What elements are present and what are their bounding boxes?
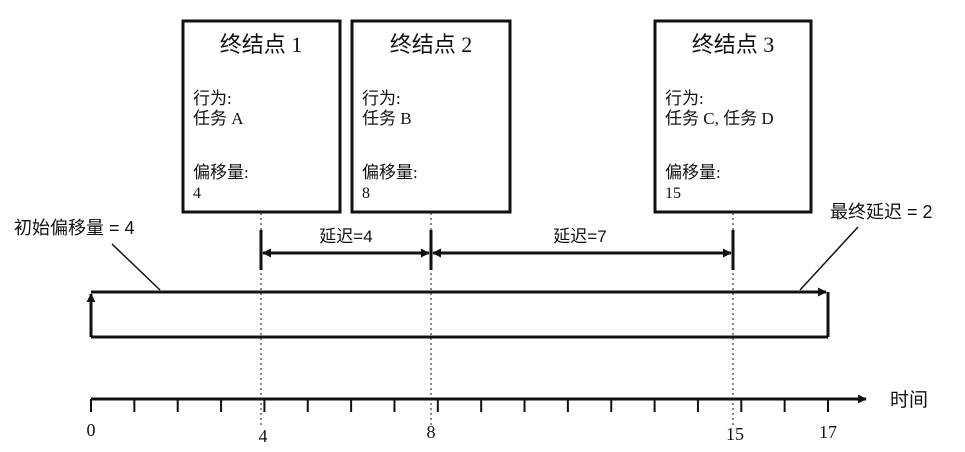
endpoint-node-3-box xyxy=(653,19,813,214)
endpoint-node-2-offset-label: 偏移量: xyxy=(362,163,418,182)
endpoint-node-3-behavior-label: 行为: xyxy=(665,89,704,108)
endpoint-node-3-offset-value: 15 xyxy=(665,185,681,202)
endpoint-node-3: 终结点 3 行为: 任务 C, 任务 D 偏移量: 15 xyxy=(653,19,813,214)
endpoint-node-3-title: 终结点 3 xyxy=(692,32,775,57)
timeline-bar xyxy=(86,287,830,339)
endpoint-node-1-behavior-value: 任务 A xyxy=(193,109,244,128)
time-axis: 时间 0 4 8 15 17 xyxy=(87,389,929,446)
delay-label-2: 延迟=7 xyxy=(553,227,606,246)
time-axis-label: 时间 xyxy=(890,389,928,411)
tick-label-15: 15 xyxy=(726,424,744,444)
tick-label-17: 17 xyxy=(819,422,837,442)
endpoint-node-1-behavior-label: 行为: xyxy=(193,89,232,108)
endpoint-node-2-offset-value: 8 xyxy=(362,185,370,202)
initial-offset-label: 初始偏移量 = 4 xyxy=(14,218,135,238)
endpoint-node-1: 终结点 1 行为: 任务 A 偏移量: 4 xyxy=(181,19,342,214)
endpoint-node-2-box xyxy=(350,19,512,214)
endpoint-node-2-behavior-value: 任务 B xyxy=(362,109,412,128)
delay-markers: 延迟=4 延迟=7 xyxy=(259,227,735,270)
endpoint-node-2-behavior-label: 行为: xyxy=(362,89,401,108)
tick-label-4: 4 xyxy=(259,426,268,446)
tick-label-8: 8 xyxy=(427,422,436,442)
delay-label-1: 延迟=4 xyxy=(319,227,372,246)
endpoint-node-1-offset-label: 偏移量: xyxy=(193,163,249,182)
final-delay-pointer xyxy=(799,226,859,291)
endpoint-node-2-title: 终结点 2 xyxy=(390,32,473,57)
callouts: 初始偏移量 = 4 最终延迟 = 2 xyxy=(14,202,933,291)
endpoint-node-1-box xyxy=(181,19,342,214)
endpoint-node-3-offset-label: 偏移量: xyxy=(665,163,721,182)
tick-label-0: 0 xyxy=(87,420,96,440)
endpoint-node-1-offset-value: 4 xyxy=(193,185,201,202)
final-delay-label: 最终延迟 = 2 xyxy=(830,202,933,222)
endpoint-node-2: 终结点 2 行为: 任务 B 偏移量: 8 xyxy=(350,19,512,214)
endpoint-node-3-behavior-value: 任务 C, 任务 D xyxy=(665,109,774,128)
initial-offset-pointer xyxy=(111,243,161,291)
time-axis-ticks xyxy=(90,399,829,412)
endpoint-node-1-title: 终结点 1 xyxy=(220,32,303,57)
